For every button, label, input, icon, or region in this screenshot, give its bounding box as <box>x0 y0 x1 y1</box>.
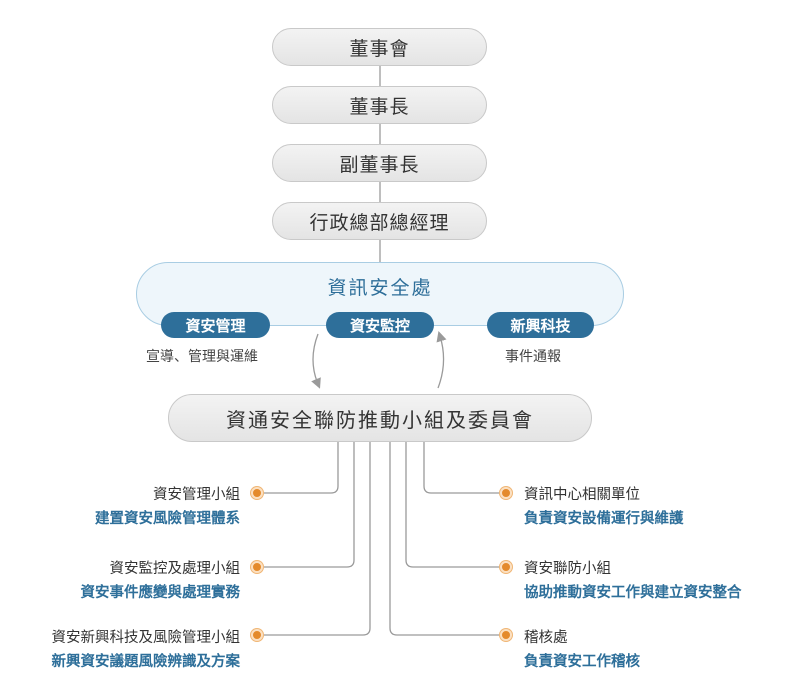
arrow-up-to-department <box>436 331 447 389</box>
committee-label: 資通安全聯防推動小組及委員會 <box>226 407 534 432</box>
tag-security-management: 資安管理 <box>161 312 270 338</box>
general-manager-label: 行政總部總經理 <box>309 211 450 234</box>
bullet-right-1 <box>500 487 512 499</box>
tag-security-monitoring-label: 資安監控 <box>349 316 410 335</box>
chairman-label: 董事長 <box>349 95 410 118</box>
board-box: 董事會 <box>272 28 487 66</box>
bullet-left-3 <box>251 629 263 641</box>
arrow-down-to-committee <box>311 333 321 389</box>
general-manager-box: 行政總部總經理 <box>272 202 487 240</box>
connector-right-3 <box>389 442 500 636</box>
tag-emerging-tech-label: 新興科技 <box>510 316 571 335</box>
board-label: 董事會 <box>349 37 410 60</box>
bullet-right-2 <box>500 561 512 573</box>
connector-left-1 <box>264 442 339 494</box>
connector-left-3 <box>264 442 371 636</box>
connector-right-2 <box>405 442 500 568</box>
left-group-1-duty: 建置資安風險管理體系 <box>95 511 240 527</box>
right-group-2-name: 資安聯防小組 <box>524 561 611 577</box>
vice-chairman-label: 副董事長 <box>339 153 420 176</box>
connector-right-1 <box>423 442 500 494</box>
tag-emerging-tech: 新興科技 <box>487 312 594 338</box>
connector-left-2 <box>264 442 355 568</box>
right-group-3-name: 稽核處 <box>524 630 568 646</box>
right-group-3-duty: 負責資安工作稽核 <box>524 654 640 670</box>
bullet-left-2 <box>251 561 263 573</box>
bullet-right-3 <box>500 629 512 641</box>
left-group-3-duty: 新興資安議題風險辨識及方案 <box>51 654 241 670</box>
left-group-2-duty: 資安事件應變與處理實務 <box>80 585 241 601</box>
bullet-left-1 <box>251 487 263 499</box>
tag-security-monitoring: 資安監控 <box>326 312 434 338</box>
chairman-box: 董事長 <box>272 86 487 124</box>
vice-chairman-box: 副董事長 <box>272 144 487 182</box>
note-emerging-tech: 事件通報 <box>505 349 561 365</box>
security-department-title: 資訊安全處 <box>327 277 433 299</box>
left-group-3-name: 資安新興科技及風險管理小組 <box>51 630 241 646</box>
note-security-management: 宣導、管理與運維 <box>146 349 258 365</box>
left-group-1-name: 資安管理小組 <box>153 487 240 503</box>
left-group-2-name: 資安監控及處理小組 <box>109 561 241 577</box>
tag-security-management-label: 資安管理 <box>185 316 246 335</box>
right-group-2-duty: 協助推動資安工作與建立資安整合 <box>524 585 742 601</box>
right-group-1-name: 資訊中心相關單位 <box>524 487 640 503</box>
committee-box: 資通安全聯防推動小組及委員會 <box>168 394 592 442</box>
right-group-1-duty: 負責資安設備運行與維護 <box>524 511 684 527</box>
